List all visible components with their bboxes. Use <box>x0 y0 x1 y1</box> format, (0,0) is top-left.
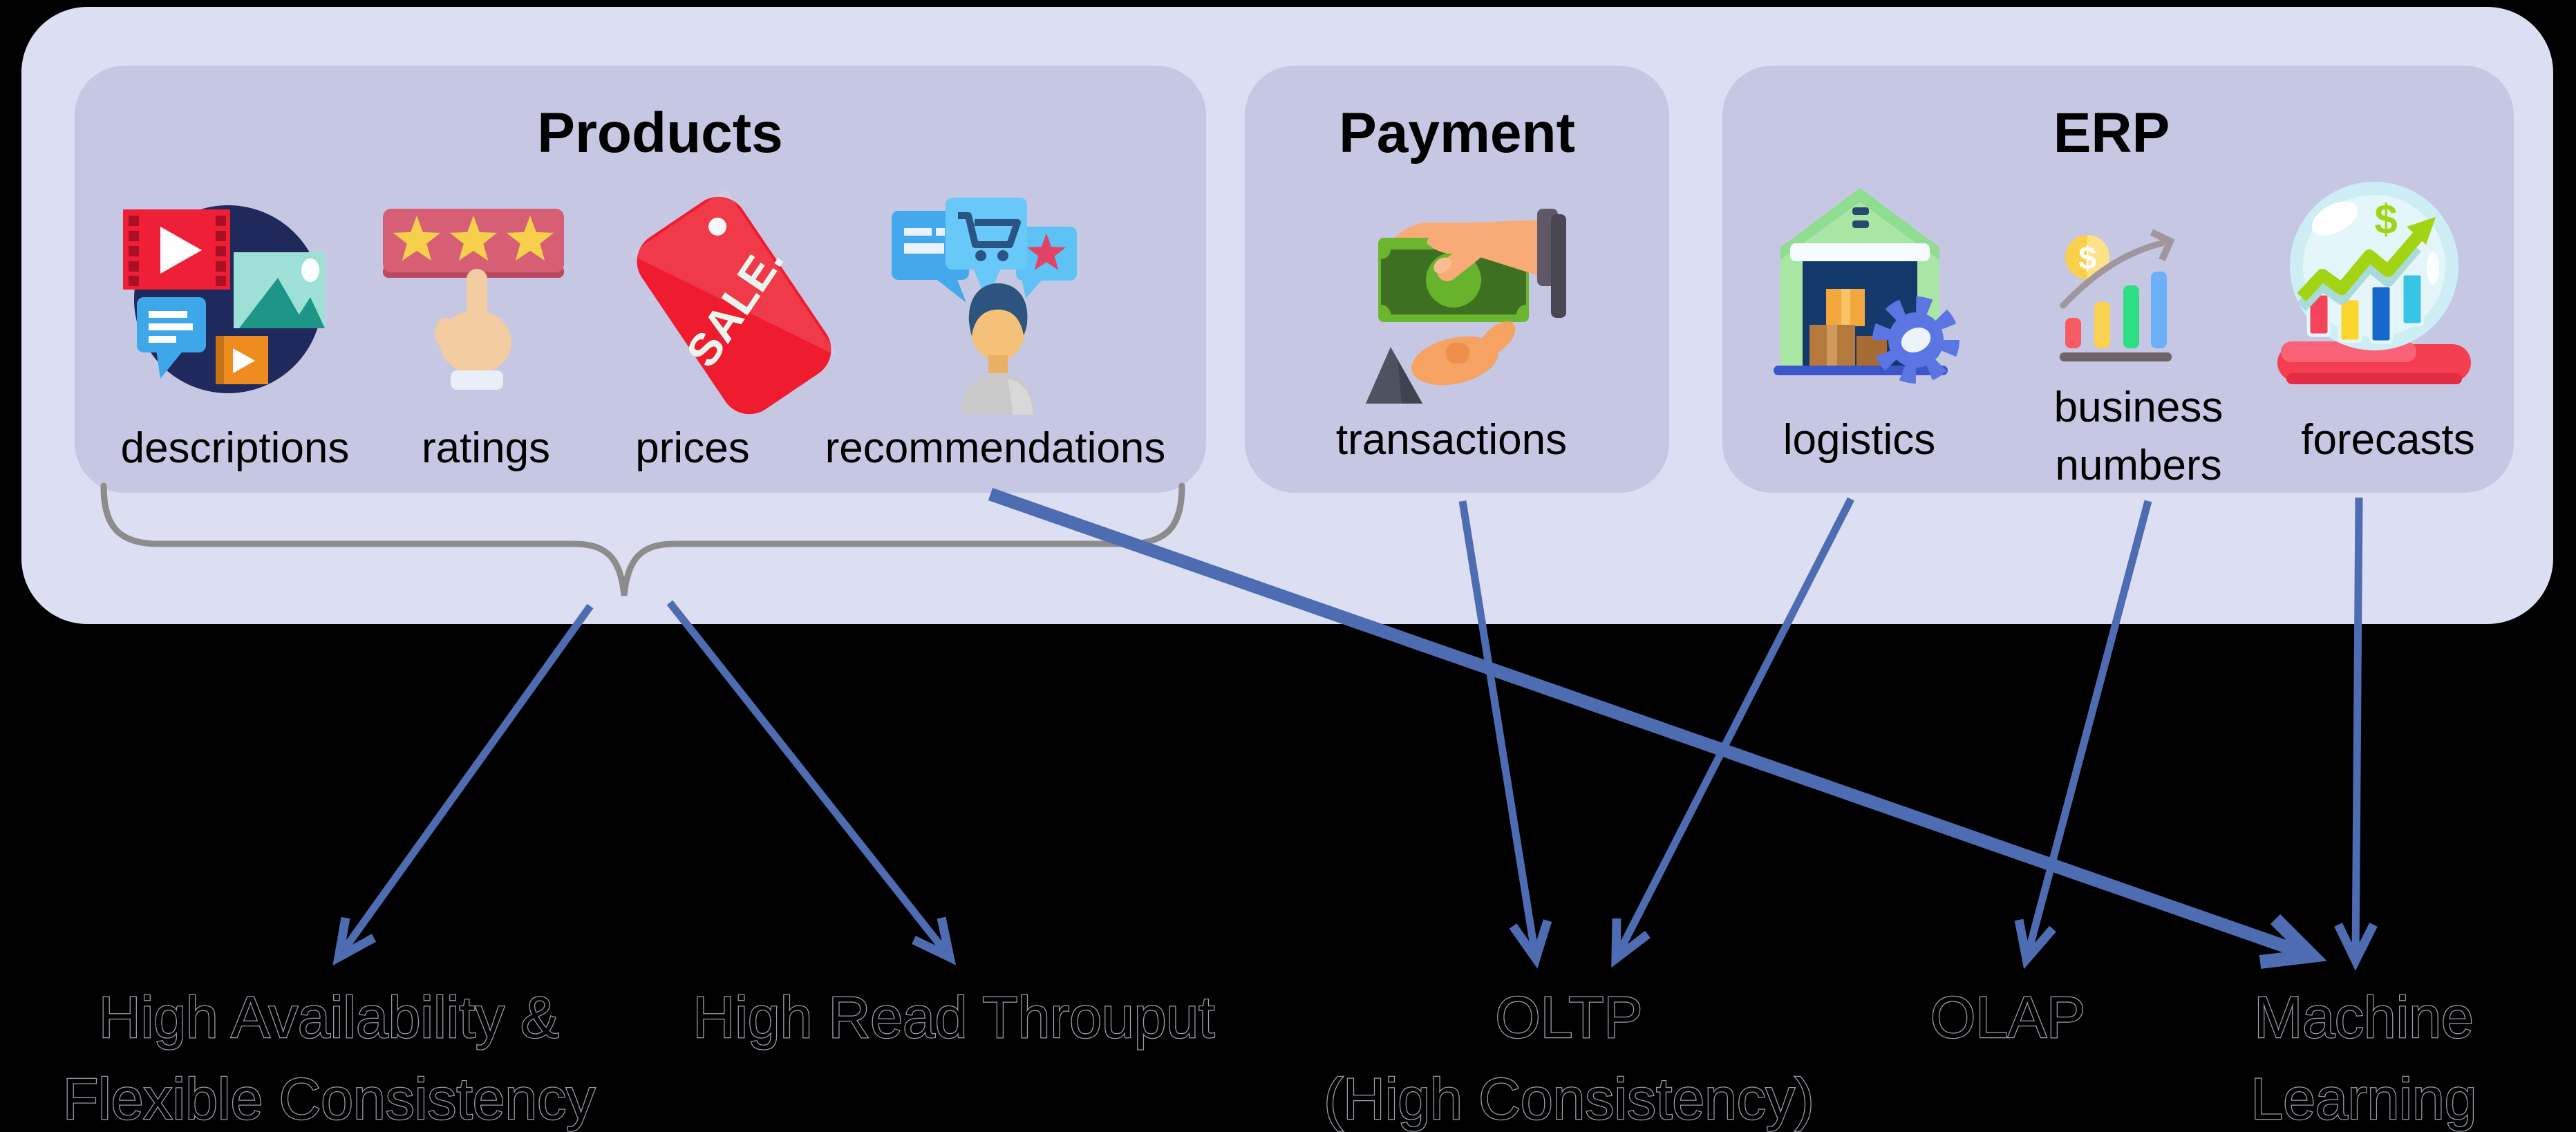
target-machine-learning: Machine Learning <box>2250 984 2477 1132</box>
arrow-products-to-availability <box>332 603 594 966</box>
erp-title: ERP <box>2053 102 2170 164</box>
item-label-forecasts: forecasts <box>2301 416 2475 464</box>
item-label-business-numbers: business numbers <box>2053 384 2224 489</box>
target-oltp: OLTP (High Consistency) <box>1323 984 1815 1132</box>
item-label-logistics: logistics <box>1783 416 1936 464</box>
item-label-ratings: ratings <box>421 424 551 472</box>
target-olap: OLAP <box>1930 984 2087 1051</box>
arrow-products-to-read-throughput <box>666 600 957 965</box>
products-title: Products <box>537 102 783 164</box>
item-label-transactions: transactions <box>1335 416 1568 464</box>
item-label-prices: prices <box>635 424 750 472</box>
target-high-read-throughput: High Read Throuput <box>692 984 1215 1051</box>
item-label-recommendations: recommendations <box>825 424 1166 472</box>
target-high-availability: High Availability & Flexible Consistency <box>62 984 596 1132</box>
payment-title: Payment <box>1339 102 1575 164</box>
item-label-descriptions: descriptions <box>120 424 350 472</box>
